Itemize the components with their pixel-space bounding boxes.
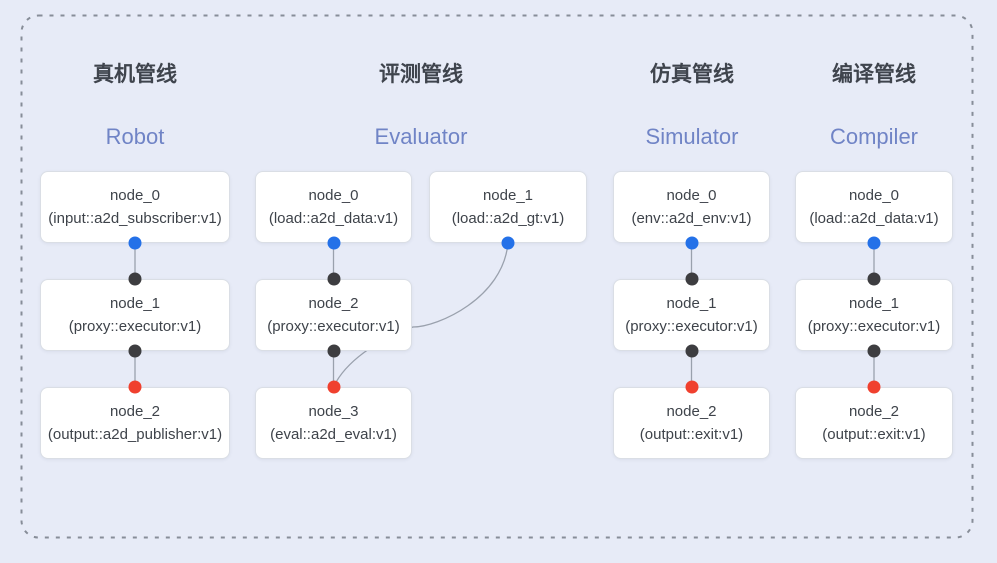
node-type-label: (load::a2d_gt:v1) [451, 210, 565, 227]
port-dot-blue-simulator-node_0-bottom [685, 236, 698, 250]
port-dot-dark-compiler-node_1-bottom [867, 344, 881, 358]
pipeline-title-en-compiler: Compiler [829, 124, 919, 149]
node-type-label: (proxy::executor:v1) [68, 318, 202, 335]
port-dot-dark-robot-node_1-bottom [128, 344, 142, 358]
pipeline-title-zh-compiler: 编译管线 [832, 63, 916, 86]
port-dot-dark-evaluator-node_2-top [327, 272, 340, 286]
port-dot-red-evaluator-node_3-top [327, 380, 340, 394]
pipeline-title-zh-simulator: 仿真管线 [650, 63, 734, 86]
port-dot-blue-evaluator-node_1-bottom [501, 236, 515, 250]
node-type-label: (proxy::executor:v1) [807, 318, 941, 335]
node-type-label: (load::a2d_data:v1) [809, 210, 939, 227]
node-box-robot-node_1: node_1(proxy::executor:v1) [40, 279, 230, 351]
node-box-compiler-node_0: node_0(load::a2d_data:v1) [795, 171, 953, 243]
node-box-evaluator-node_2: node_2(proxy::executor:v1) [255, 279, 412, 351]
node-type-label: (output::exit:v1) [639, 426, 744, 443]
edge-line-evaluator-node_1-to-evaluator-node_3 [332, 242, 509, 388]
node-name-label: node_0 [109, 187, 161, 204]
node-name-label: node_1 [848, 295, 900, 312]
node-type-label: (load::a2d_data:v1) [268, 210, 399, 227]
node-name-label: node_2 [109, 403, 161, 420]
port-dot-dark-evaluator-node_2-bottom [327, 344, 340, 358]
node-name-label: node_1 [482, 187, 534, 204]
node-name-label: node_2 [308, 295, 359, 312]
node-name-label: node_0 [308, 187, 359, 204]
port-dot-red-simulator-node_2-top [685, 380, 698, 394]
pipeline-title-en-evaluator: Evaluator [374, 124, 468, 149]
node-type-label: (input::a2d_subscriber:v1) [48, 210, 222, 227]
node-name-label: node_3 [308, 403, 359, 420]
port-dot-blue-robot-node_0-bottom [128, 236, 142, 250]
port-dot-blue-evaluator-node_0-bottom [327, 236, 340, 250]
node-type-label: (proxy::executor:v1) [267, 318, 400, 335]
node-name-label: node_1 [109, 295, 161, 312]
port-dot-dark-robot-node_1-top [128, 272, 142, 286]
node-type-label: (eval::a2d_eval:v1) [270, 426, 397, 443]
node-box-evaluator-node_3: node_3(eval::a2d_eval:v1) [255, 387, 412, 459]
node-box-simulator-node_1: node_1(proxy::executor:v1) [613, 279, 770, 351]
node-box-robot-node_0: node_0(input::a2d_subscriber:v1) [40, 171, 230, 243]
node-name-label: node_0 [666, 187, 717, 204]
node-box-compiler-node_1: node_1(proxy::executor:v1) [795, 279, 953, 351]
node-name-label: node_0 [848, 187, 900, 204]
pipeline-title-en-simulator: Simulator [645, 124, 739, 149]
port-dot-red-compiler-node_2-top [867, 380, 881, 394]
node-name-label: node_1 [666, 295, 717, 312]
dashed-border [20, 14, 974, 539]
node-type-label: (output::a2d_publisher:v1) [47, 426, 223, 443]
node-box-simulator-node_2: node_2(output::exit:v1) [613, 387, 770, 459]
port-dot-blue-compiler-node_0-bottom [867, 236, 881, 250]
pipeline-title-zh-evaluator: 评测管线 [379, 63, 463, 86]
pipeline-title-zh-robot: 真机管线 [93, 63, 177, 86]
node-box-evaluator-node_0: node_0(load::a2d_data:v1) [255, 171, 412, 243]
node-box-evaluator-node_1: node_1(load::a2d_gt:v1) [429, 171, 587, 243]
node-name-label: node_2 [848, 403, 900, 420]
node-box-compiler-node_2: node_2(output::exit:v1) [795, 387, 953, 459]
port-dot-red-robot-node_2-top [128, 380, 142, 394]
port-dot-dark-compiler-node_1-top [867, 272, 881, 286]
port-dot-dark-simulator-node_1-bottom [685, 344, 698, 358]
port-dot-dark-simulator-node_1-top [685, 272, 698, 286]
node-name-label: node_2 [666, 403, 717, 420]
node-type-label: (env::a2d_env:v1) [631, 210, 752, 227]
node-box-simulator-node_0: node_0(env::a2d_env:v1) [613, 171, 770, 243]
pipeline-title-en-robot: Robot [105, 124, 165, 149]
node-box-robot-node_2: node_2(output::a2d_publisher:v1) [40, 387, 230, 459]
node-type-label: (output::exit:v1) [822, 426, 926, 443]
node-type-label: (proxy::executor:v1) [625, 318, 758, 335]
